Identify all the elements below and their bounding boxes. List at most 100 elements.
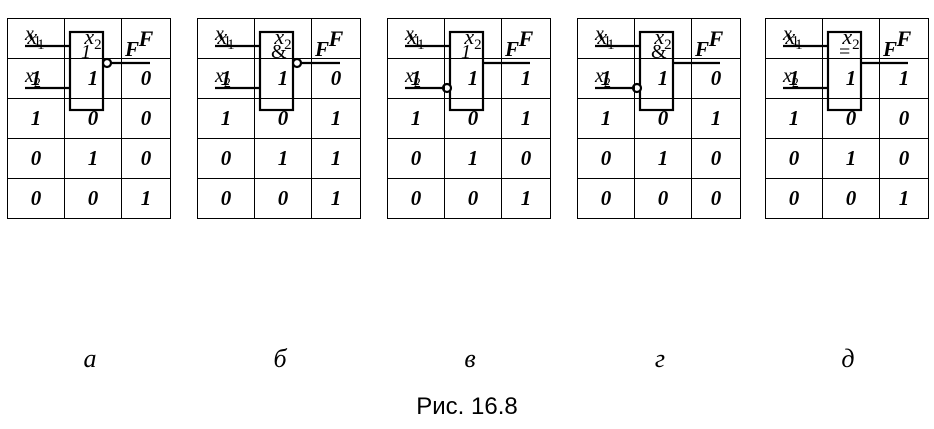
- header-f: F: [501, 18, 551, 59]
- cell-x2: 0: [254, 98, 313, 139]
- cell-x1: 0: [196, 138, 256, 179]
- cell-x1: 1: [6, 58, 66, 99]
- header-x2: x2: [254, 18, 313, 59]
- cell-x2: 1: [634, 138, 693, 179]
- cell-f: 0: [121, 98, 171, 139]
- cell-x2: 0: [64, 98, 123, 139]
- header-x1: x1: [576, 18, 636, 59]
- cell-f: 1: [311, 98, 361, 139]
- cell-x1: 0: [386, 178, 446, 219]
- cell-x2: 1: [822, 138, 881, 179]
- cell-x2: 1: [254, 138, 313, 179]
- cell-x2: 0: [64, 178, 123, 219]
- figure-caption: Рис. 16.8: [416, 393, 518, 420]
- cell-x2: 1: [64, 58, 123, 99]
- cell-x1: 1: [386, 58, 446, 99]
- header-f: F: [311, 18, 361, 59]
- cell-f: 1: [311, 178, 361, 219]
- header-x2: x2: [822, 18, 881, 59]
- cell-x1: 0: [764, 138, 824, 179]
- cell-x2: 0: [444, 98, 503, 139]
- cell-x2: 0: [822, 98, 881, 139]
- cell-f: 1: [121, 178, 171, 219]
- cell-x1: 0: [386, 138, 446, 179]
- cell-f: 1: [501, 58, 551, 99]
- cell-x2: 0: [822, 178, 881, 219]
- subfigure-letter: в: [464, 344, 476, 373]
- cell-x2: 0: [634, 98, 693, 139]
- header-x1: x1: [196, 18, 256, 59]
- cell-x2: 1: [444, 58, 503, 99]
- cell-f: 1: [311, 138, 361, 179]
- header-f: F: [691, 18, 741, 59]
- cell-f: 0: [311, 58, 361, 99]
- cell-f: 0: [691, 138, 741, 179]
- cell-x1: 1: [6, 98, 66, 139]
- cell-f: 1: [879, 58, 929, 99]
- header-x2: x2: [64, 18, 123, 59]
- header-x2: x2: [634, 18, 693, 59]
- subfigure-letter: д: [841, 344, 855, 373]
- cell-f: 1: [691, 98, 741, 139]
- cell-f: 1: [501, 98, 551, 139]
- subfigure-letter: г: [654, 344, 666, 373]
- header-f: F: [121, 18, 171, 59]
- cell-x2: 1: [64, 138, 123, 179]
- cell-x1: 1: [196, 98, 256, 139]
- cell-x1: 0: [6, 138, 66, 179]
- cell-x2: 0: [254, 178, 313, 219]
- cell-f: 1: [879, 178, 929, 219]
- cell-x1: 0: [6, 178, 66, 219]
- cell-f: 0: [501, 138, 551, 179]
- cell-f: 0: [879, 98, 929, 139]
- cell-f: 0: [121, 58, 171, 99]
- cell-x1: 1: [196, 58, 256, 99]
- cell-x1: 1: [764, 58, 824, 99]
- cell-x1: 0: [196, 178, 256, 219]
- cell-f: 0: [691, 178, 741, 219]
- cell-x2: 1: [822, 58, 881, 99]
- subfigure-letter: б: [273, 344, 287, 373]
- header-f: F: [879, 18, 929, 59]
- cell-x2: 0: [444, 178, 503, 219]
- subfigure-letter: а: [83, 344, 97, 373]
- cell-x1: 0: [576, 138, 636, 179]
- cell-x1: 1: [386, 98, 446, 139]
- cell-x1: 0: [576, 178, 636, 219]
- cell-x1: 0: [764, 178, 824, 219]
- header-x2: x2: [444, 18, 503, 59]
- cell-x2: 1: [254, 58, 313, 99]
- cell-x1: 1: [764, 98, 824, 139]
- cell-f: 1: [501, 178, 551, 219]
- cell-x2: 1: [634, 58, 693, 99]
